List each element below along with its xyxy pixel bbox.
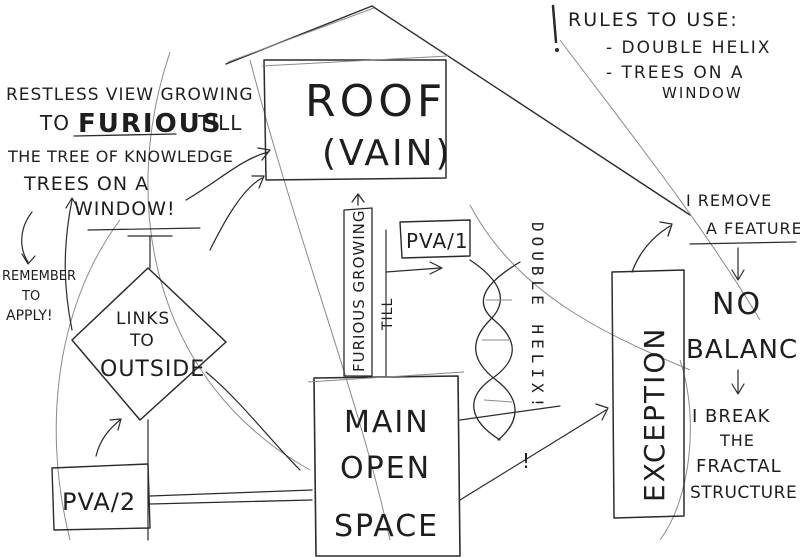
right-note-line8: STRUCTURE — [690, 483, 797, 503]
till-label: TILL — [380, 298, 396, 331]
furious-column: FURIOUS GROWING TILL — [343, 193, 443, 377]
remember-line3: APPLY! — [6, 308, 53, 324]
construction-lines — [55, 5, 761, 541]
links-diamond: LINKS TO OUTSIDE — [71, 175, 301, 541]
pva2-label: PVA/2 — [62, 488, 136, 516]
right-note-line5: I BREAK — [692, 406, 771, 427]
left-note-window: WINDOW! — [74, 198, 176, 220]
right-note-line4: BALANCE! — [686, 335, 800, 365]
diamond-line3: OUTSIDE — [100, 357, 205, 382]
right-note-line2: A FEATURE — [706, 219, 800, 238]
rules-title: RULES TO USE: — [568, 9, 739, 31]
rules-item-double-helix: - DOUBLE HELIX — [606, 38, 771, 58]
double-helix-label: DOUBLE HELIX! — [528, 222, 547, 412]
left-note-till: TILL — [197, 111, 242, 135]
exception-box: EXCEPTION — [611, 221, 685, 519]
left-note: RESTLESS VIEW GROWING TO FURIOUS TILL TH… — [6, 85, 271, 231]
roof-subtitle: (VAIN) — [322, 133, 453, 174]
pva2-box: PVA/2 — [51, 463, 313, 531]
diamond-line2: TO — [129, 331, 154, 351]
right-note-line6: THE — [719, 431, 755, 450]
remember-note: REMEMBER TO APPLY! — [2, 197, 79, 331]
diamond-line1: LINKS — [116, 309, 170, 329]
rules-item-trees: - TREES ON A — [606, 63, 745, 83]
right-note-line3: NO — [712, 287, 762, 322]
furious-growing-label: FURIOUS GROWING — [350, 210, 368, 372]
helix-exclamation: ! — [522, 449, 530, 473]
rules-item-window: WINDOW — [662, 84, 743, 102]
main-line3: SPACE — [334, 509, 439, 544]
rules-block: RULES TO USE: - DOUBLE HELIX - TREES ON … — [551, 4, 771, 102]
remember-line2: TO — [21, 289, 40, 304]
main-open-space-box: MAIN OPEN SPACE — [307, 371, 609, 557]
left-note-line1: RESTLESS VIEW GROWING — [6, 85, 254, 105]
remember-line1: REMEMBER — [2, 269, 76, 284]
right-note-line7: FRACTAL — [696, 456, 782, 477]
right-note-line1: I REMOVE — [686, 191, 772, 210]
left-note-line3: THE TREE OF KNOWLEDGE — [7, 147, 233, 166]
left-note-to: TO — [39, 111, 70, 135]
pva1-label: PVA/1 — [406, 229, 469, 253]
double-helix-icon — [469, 259, 521, 441]
pva1-box: PVA/1 — [399, 219, 471, 259]
exception-label: EXCEPTION — [638, 327, 671, 502]
roof-box: ROOF (VAIN) — [261, 55, 453, 181]
main-line2: OPEN — [340, 451, 431, 486]
left-note-trees: TREES ON A — [23, 173, 149, 195]
right-note: I REMOVE A FEATURE NO BALANCE! I BREAK T… — [686, 191, 800, 503]
roof-title: ROOF — [305, 76, 446, 127]
main-line1: MAIN — [344, 405, 430, 440]
